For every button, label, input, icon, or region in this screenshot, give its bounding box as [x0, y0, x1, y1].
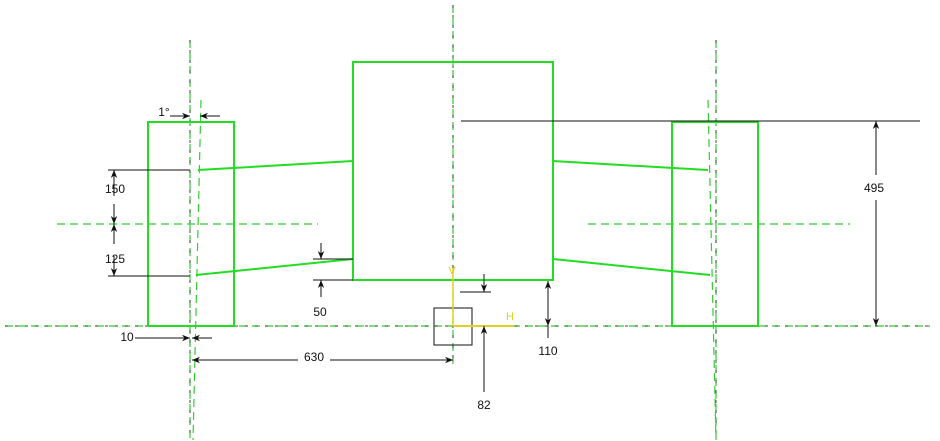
- origin-axes: H V: [433, 265, 514, 346]
- right-lower-arm[interactable]: [552, 258, 711, 276]
- right-upper-arm[interactable]: [552, 160, 709, 171]
- dim-495[interactable]: 495: [864, 181, 884, 195]
- construction-lines: [5, 5, 930, 441]
- dim-150[interactable]: 150: [105, 182, 125, 196]
- dim-110[interactable]: 110: [538, 344, 557, 358]
- left-tilted-line[interactable]: [192, 99, 202, 441]
- right-tilted-line[interactable]: [707, 99, 717, 441]
- v-axis-label: V: [448, 265, 456, 277]
- left-upper-arm[interactable]: [197, 160, 354, 171]
- dim-50[interactable]: 50: [313, 305, 327, 319]
- dim-125[interactable]: 125: [105, 252, 125, 266]
- dim-630[interactable]: 630: [304, 350, 324, 364]
- dim-10[interactable]: 10: [120, 330, 134, 344]
- dimensions: 1° 150 125 10 630 50 110 82: [105, 105, 920, 412]
- h-axis-label: H: [506, 311, 514, 323]
- right-rectangle[interactable]: [671, 121, 759, 327]
- dim-82[interactable]: 82: [477, 398, 491, 412]
- left-lower-arm[interactable]: [195, 258, 354, 276]
- left-rectangle[interactable]: [147, 121, 235, 327]
- dim-angle[interactable]: 1°: [158, 105, 170, 119]
